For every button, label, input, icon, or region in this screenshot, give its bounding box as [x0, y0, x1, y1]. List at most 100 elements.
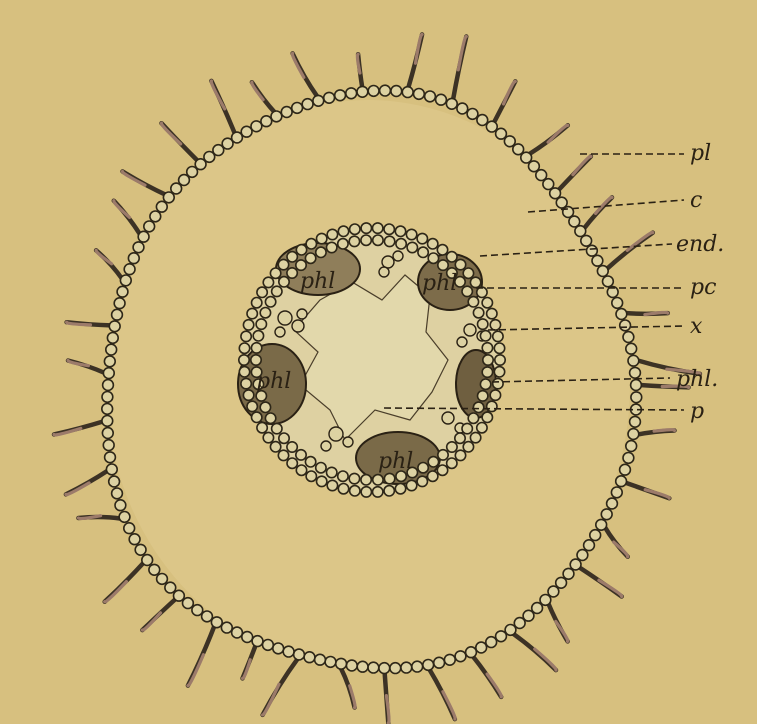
- stele-cell: [417, 476, 427, 486]
- epidermis-cell: [120, 275, 131, 286]
- epidermis-cell: [628, 355, 639, 366]
- epidermis-cell: [368, 662, 379, 673]
- epidermis-cell: [612, 298, 623, 309]
- stele-cell: [251, 343, 261, 353]
- stele-cell: [260, 402, 270, 412]
- epidermis-cell: [631, 380, 642, 391]
- epidermis-cell: [135, 544, 146, 555]
- epidermis-cell: [380, 85, 391, 96]
- stele-cell: [478, 391, 488, 401]
- root-hair-tip: [443, 692, 455, 719]
- stele-cell: [407, 242, 417, 252]
- epidermis-cell: [596, 519, 607, 530]
- stele-cell: [239, 355, 249, 365]
- stele-cell: [482, 412, 492, 422]
- epidermis-cell: [590, 530, 601, 541]
- root-hair-tip: [556, 621, 568, 641]
- figure-labels: pl c end. pc x phl. p: [676, 141, 724, 424]
- epidermis-cell: [315, 654, 326, 665]
- stele-cell: [395, 484, 405, 494]
- epidermis-cell: [504, 136, 515, 147]
- epidermis-cell: [556, 577, 567, 588]
- label-c: c: [690, 188, 702, 213]
- stele-cell: [239, 367, 249, 377]
- stele-cell: [480, 379, 490, 389]
- stele-cell: [477, 423, 487, 433]
- root-hair-tip: [263, 684, 279, 715]
- stele-cell: [247, 401, 257, 411]
- stele-cell: [296, 450, 306, 460]
- epidermis-cell: [102, 416, 113, 427]
- stele-cell: [272, 423, 282, 433]
- root-hair-tip: [627, 232, 653, 250]
- epidermis-cell: [163, 192, 174, 203]
- stele-cell: [257, 423, 267, 433]
- epidermis-cell: [391, 86, 402, 97]
- epidermis-cell: [346, 88, 357, 99]
- phl-label-top-left: phl: [300, 269, 335, 294]
- epidermis-cell: [138, 231, 149, 242]
- epidermis-cell: [587, 245, 598, 256]
- epidermis-cell: [283, 646, 294, 657]
- stele-cell: [265, 297, 275, 307]
- root-hair-tip: [416, 34, 423, 63]
- stele-cell: [438, 450, 448, 460]
- epidermis-cell: [156, 201, 167, 212]
- stele-cell: [327, 467, 337, 477]
- epidermis-cell: [532, 603, 543, 614]
- epidermis-cell: [106, 344, 117, 355]
- stele-cell: [468, 297, 478, 307]
- stele-cell: [287, 252, 297, 262]
- stele-cell: [447, 442, 457, 452]
- stele-cell: [296, 245, 306, 255]
- epidermis-cell: [241, 126, 252, 137]
- stele-cell: [327, 480, 337, 490]
- root-hair-tip: [114, 201, 130, 218]
- epidermis-cell: [457, 103, 468, 114]
- epidermis-cell: [119, 512, 130, 523]
- root-hair-tip: [599, 580, 622, 596]
- stele-cell: [253, 331, 263, 341]
- epidermis-cell: [102, 428, 113, 439]
- stele-cell: [263, 277, 273, 287]
- epidermis-cell: [103, 368, 114, 379]
- epidermis-cell: [202, 611, 213, 622]
- epidermis-cell: [157, 574, 168, 585]
- root-hair: [293, 53, 318, 96]
- stele-cell: [455, 450, 465, 460]
- epidermis-cell: [102, 404, 113, 415]
- stele-cell: [384, 486, 394, 496]
- epidermis-cell: [313, 95, 324, 106]
- stele-cell: [260, 308, 270, 318]
- epidermis-cell: [324, 92, 335, 103]
- stele-cell: [384, 224, 394, 234]
- stele-cell: [241, 331, 251, 341]
- epidermis-cell: [581, 235, 592, 246]
- root-hair-tip: [535, 649, 556, 670]
- epidermis-cell: [476, 642, 487, 653]
- label-end: end.: [676, 232, 724, 257]
- stele-cell: [396, 239, 406, 249]
- root-hair-tip: [96, 250, 112, 263]
- epidermis-cell: [211, 617, 222, 628]
- stele-cell: [470, 432, 480, 442]
- stele-cell: [306, 471, 316, 481]
- epidermis-cell: [112, 309, 123, 320]
- epidermis-cell: [521, 152, 532, 163]
- root-hair-tip: [66, 483, 89, 495]
- epidermis-cell: [597, 266, 608, 277]
- root-hair: [513, 633, 556, 670]
- stele-cell: [417, 233, 427, 243]
- stele-cell: [473, 402, 483, 412]
- label-pc: pc: [690, 275, 716, 300]
- epidermis-cell: [117, 286, 128, 297]
- root-hair-tip: [105, 582, 127, 602]
- root-hair-tip: [645, 490, 669, 499]
- epidermis-cell: [412, 661, 423, 672]
- stele-cell: [487, 401, 497, 411]
- epidermis-cell: [263, 640, 274, 651]
- epidermis-cell: [626, 441, 637, 452]
- stele-cell: [384, 473, 394, 483]
- epidermis-cell: [496, 631, 507, 642]
- stele-cell: [428, 471, 438, 481]
